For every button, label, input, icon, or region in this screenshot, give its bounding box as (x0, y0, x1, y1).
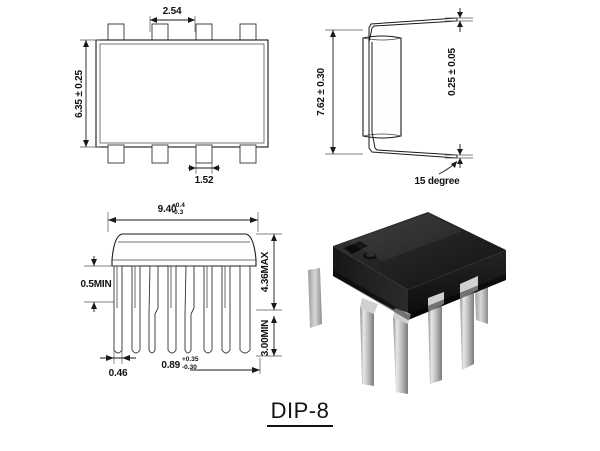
ic-photo-top-face (333, 212, 506, 290)
dim-label-lead-spacing-tol-plus: +0.35 (182, 356, 199, 363)
pin (113, 265, 123, 354)
front-view: 9.40 +0.4 -0.3 (70, 198, 295, 388)
dim-lead-angle: 15 degree (415, 161, 461, 187)
dim-label-body-length-tol-minus: -0.3 (172, 209, 184, 216)
ic-photo (288, 198, 518, 398)
pin (195, 23, 213, 43)
dim-pin-width: 1.52 (188, 163, 220, 186)
dim-lead-span: 7.62 ± 0.30 (316, 29, 363, 155)
dim-label-lead-length: 3.00MIN (260, 320, 271, 356)
dim-standoff: 0.5MIN (80, 256, 114, 312)
dim-lead-spacing: 0.89 +0.35 -0.30 (161, 356, 261, 374)
pin-shoulder (393, 308, 411, 324)
pin (308, 268, 322, 328)
dim-label-body-width: 6.35 ± 0.25 (74, 69, 85, 117)
pin (195, 144, 213, 164)
dim-lead-thickness-bottom (445, 144, 473, 168)
pin (148, 265, 159, 354)
pin (167, 265, 177, 354)
pin (107, 23, 125, 43)
dim-label-seating-height: 4.36MAX (260, 251, 271, 292)
pin-shoulder (360, 298, 378, 314)
side-view-lead-bottom (368, 131, 458, 159)
dim-lead-thickness-front: 0.46 (100, 350, 136, 379)
top-view-pins-top (107, 23, 257, 43)
pin (460, 288, 474, 370)
pin1-notch (344, 241, 368, 254)
top-view-pins-bottom (107, 144, 257, 164)
dim-seating-height: 4.36MAX (256, 233, 282, 311)
dim-label-body-length-tol-plus: +0.4 (172, 202, 185, 209)
dim-label-standoff: 0.5MIN (80, 279, 111, 290)
pin1-dot-highlight (366, 253, 374, 257)
dim-label-lead-angle: 15 degree (415, 176, 461, 187)
dim-lead-thickness: 0.25 ± 0.05 (445, 8, 473, 96)
pin-shoulder (460, 276, 478, 298)
pin (393, 316, 408, 394)
top-view: 2.54 (70, 2, 280, 187)
dim-label-lead-spacing: 0.89 (161, 360, 180, 371)
body-bottom-shadow (333, 270, 506, 320)
dim-label-lead-spacing-tol-minus: -0.30 (182, 364, 197, 371)
pin (428, 302, 442, 384)
dim-pin-pitch: 2.54 (149, 6, 196, 32)
pin (239, 144, 257, 164)
pin (221, 265, 231, 354)
dim-label-pin-pitch: 2.54 (163, 6, 182, 17)
pin (239, 265, 251, 354)
ic-photo-left-face (333, 246, 408, 318)
top-face-sheen (348, 214, 463, 261)
side-view-lead-mid (368, 38, 373, 136)
pin (360, 306, 374, 386)
dim-lead-length: 3.00MIN (256, 316, 282, 357)
dim-label-lead-thickness-front: 0.46 (109, 368, 128, 379)
pin-shoulder (428, 292, 444, 310)
pin (203, 265, 213, 354)
front-view-body (111, 233, 257, 267)
drawing-title: DIP-8 (266, 398, 334, 428)
dim-label-pin-width: 1.52 (195, 175, 214, 186)
pin (239, 23, 257, 43)
front-view-pins (113, 265, 251, 354)
dim-body-length: 9.40 +0.4 -0.3 (107, 202, 259, 232)
pin (151, 144, 169, 164)
side-view-lead-top (368, 17, 458, 43)
side-view: 7.62 ± 0.30 (305, 2, 520, 192)
dim-label-body-length: 9.40 (158, 204, 177, 215)
dim-label-lead-thickness: 0.25 ± 0.05 (447, 47, 458, 95)
pin (131, 265, 141, 354)
ic-photo-pin-shoulders (360, 276, 478, 324)
top-view-body (95, 39, 269, 148)
pin (151, 23, 169, 43)
dim-body-width: 6.35 ± 0.25 (74, 39, 100, 148)
pin (184, 265, 195, 354)
dim-label-lead-span: 7.62 ± 0.30 (316, 67, 327, 115)
pin (107, 144, 125, 164)
drawing-title-wrap: DIP-8 (0, 398, 600, 428)
ic-photo-pins-front (360, 288, 474, 394)
